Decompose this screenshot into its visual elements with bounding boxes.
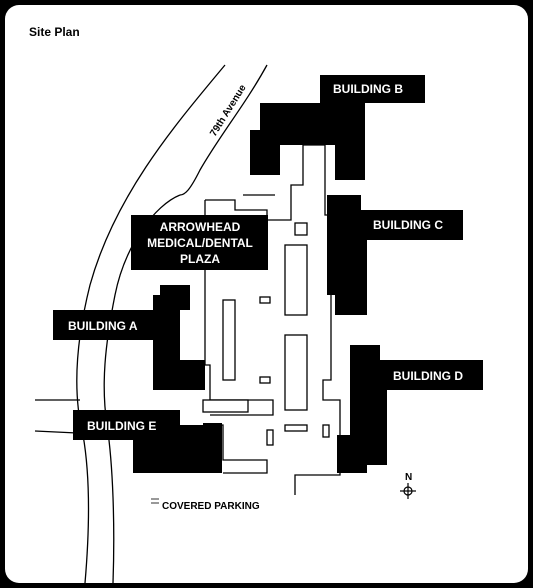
building-e[interactable]: BUILDING E xyxy=(73,410,222,473)
building-d[interactable]: BUILDING D xyxy=(337,345,483,473)
building-a[interactable]: BUILDING A xyxy=(53,285,205,390)
plaza-sign[interactable]: ARROWHEAD MEDICAL/DENTAL PLAZA xyxy=(131,215,268,270)
map-frame: Site Plan 79th Avenue xyxy=(5,5,528,583)
building-e-label: BUILDING E xyxy=(87,419,156,433)
street-label: 79th Avenue xyxy=(208,83,249,139)
building-d-label: BUILDING D xyxy=(393,369,463,383)
building-c[interactable]: BUILDING C xyxy=(327,195,463,315)
north-label: N xyxy=(405,472,412,483)
site-plan-map: 79th Avenue BUILDING B BUILDING C xyxy=(34,64,483,583)
building-c-label: BUILDING C xyxy=(373,218,443,232)
plaza-line-2: MEDICAL/DENTAL xyxy=(147,236,253,250)
building-a-label: BUILDING A xyxy=(68,319,138,333)
building-b[interactable]: BUILDING B xyxy=(250,75,425,180)
building-b-label: BUILDING B xyxy=(333,82,403,96)
north-arrow-icon: N xyxy=(400,472,416,499)
parking-area xyxy=(202,144,341,495)
covered-parking: COVERED PARKING xyxy=(151,498,260,512)
plaza-line-3: PLAZA xyxy=(180,252,220,266)
covered-parking-label: COVERED PARKING xyxy=(162,501,260,512)
map-title: Site Plan xyxy=(29,25,80,39)
plaza-line-1: ARROWHEAD xyxy=(160,220,241,234)
